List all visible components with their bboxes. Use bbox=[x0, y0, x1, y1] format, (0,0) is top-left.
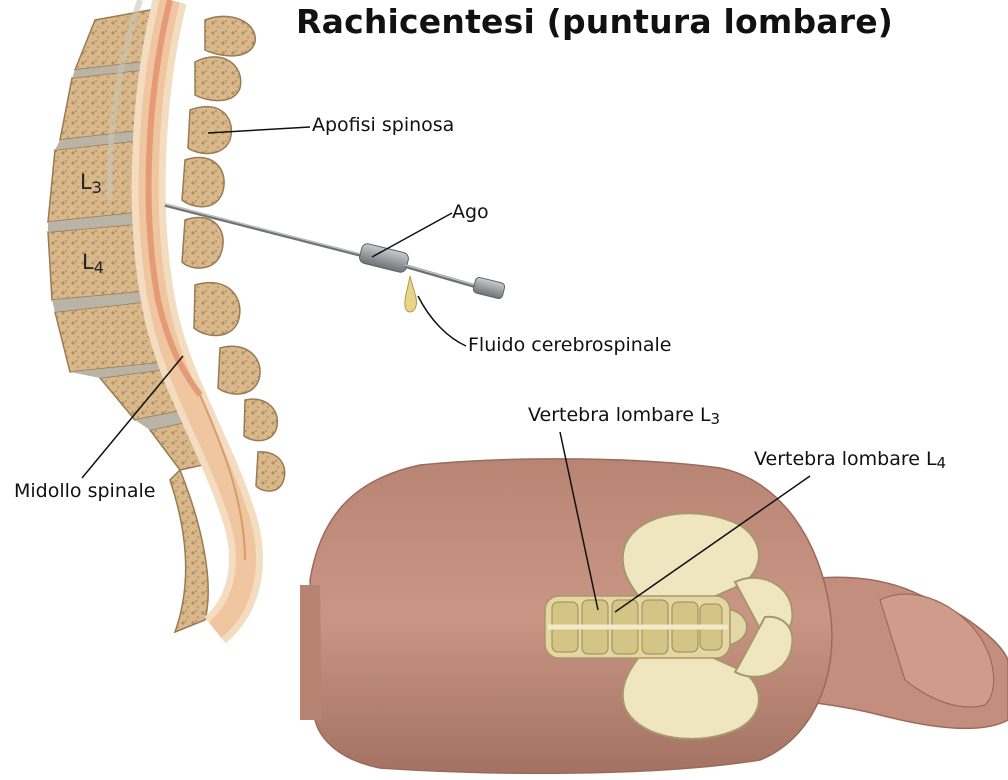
ago-leader bbox=[372, 213, 452, 257]
label-apofisi-spinosa: Apofisi spinosa bbox=[312, 114, 454, 136]
label-vertebra-l4: Vertebra lombare L4 bbox=[754, 448, 946, 472]
label-vertebra-l3: Vertebra lombare L3 bbox=[528, 404, 720, 428]
fluido-leader bbox=[418, 296, 466, 346]
label-midollo-spinale: Midollo spinale bbox=[14, 480, 155, 502]
spine-label-l4: L4 bbox=[82, 250, 104, 277]
label-fluido-cerebrospinale: Fluido cerebrospinale bbox=[468, 334, 671, 356]
diagram-title: Rachicentesi (puntura lombare) bbox=[296, 2, 893, 41]
spine-section bbox=[48, 0, 285, 632]
csf-drop bbox=[405, 276, 417, 312]
patient-body bbox=[300, 459, 1008, 773]
spine-label-l3: L3 bbox=[80, 170, 102, 197]
sacrum bbox=[170, 470, 208, 632]
label-ago: Ago bbox=[452, 201, 489, 223]
lumbar-column bbox=[545, 596, 730, 658]
